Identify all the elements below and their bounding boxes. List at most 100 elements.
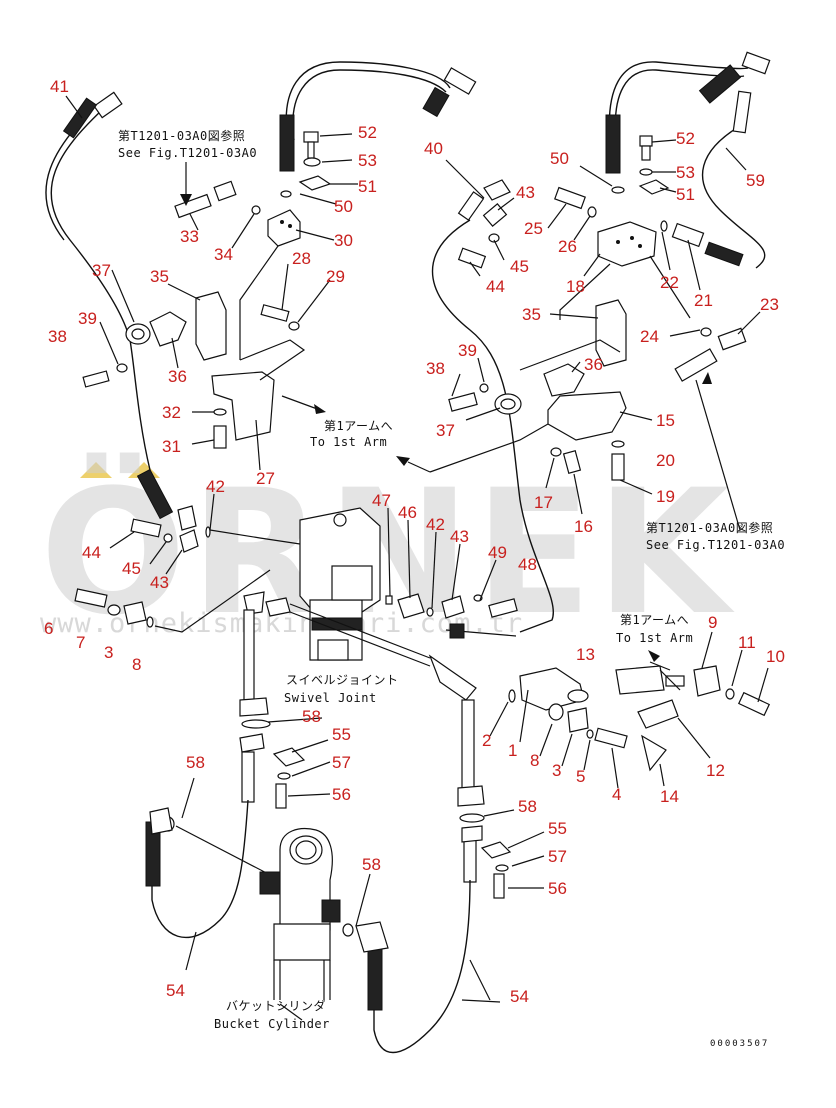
callout-number: 31 <box>162 437 181 456</box>
callout-number: 51 <box>358 177 377 196</box>
callout-number: 52 <box>676 129 695 148</box>
callout-number: 1 <box>508 741 517 760</box>
leader-lines <box>65 95 769 1001</box>
lower-right-brackets <box>519 650 771 772</box>
callout-number: 48 <box>518 555 537 574</box>
bucket-cylinder-label-jp: バケットシリンダ <box>226 998 326 1013</box>
callout-number: 9 <box>708 613 717 632</box>
callout-number: 50 <box>550 149 569 168</box>
callout-number: 36 <box>168 367 187 386</box>
to-arm-right-en: To 1st Arm <box>616 631 693 645</box>
callout-number: 24 <box>640 327 659 346</box>
callout-number: 55 <box>548 819 567 838</box>
callout-number: 44 <box>82 543 101 562</box>
callout-number: 37 <box>92 261 111 280</box>
callout-number: 45 <box>122 559 141 578</box>
callout-number: 2 <box>482 731 491 750</box>
callout-number: 41 <box>50 77 69 96</box>
ref-note-top-en: See Fig.T1201-03A0 <box>118 146 257 160</box>
swivel-joint-label-jp: スイベルジョイント <box>286 673 399 687</box>
ref-note-right-jp: 第T1201-03A0図参照 <box>646 520 773 535</box>
callout-number: 53 <box>358 151 377 170</box>
callout-number: 58 <box>302 707 321 726</box>
callout-number: 57 <box>332 753 351 772</box>
callout-number: 36 <box>584 355 603 374</box>
callout-number: 39 <box>78 309 97 328</box>
callout-number: 53 <box>676 163 695 182</box>
swivel-joint-label-en: Swivel Joint <box>284 691 377 705</box>
callout-number: 42 <box>206 477 225 496</box>
callout-number: 56 <box>332 785 351 804</box>
callout-number: 57 <box>548 847 567 866</box>
callout-number: 26 <box>558 237 577 256</box>
to-arm-left-jp: 第1アームへ <box>324 419 393 433</box>
to-arm-right-jp: 第1アームへ <box>620 613 689 627</box>
callout-number: 58 <box>362 855 381 874</box>
right-upper-assembly <box>396 51 771 633</box>
callout-number: 18 <box>566 277 585 296</box>
left-upper-assembly <box>45 61 477 520</box>
callout-number: 12 <box>706 761 725 780</box>
callout-number: 49 <box>488 543 507 562</box>
callout-number: 35 <box>150 267 169 286</box>
callout-number: 42 <box>426 515 445 534</box>
callout-number: 46 <box>398 503 417 522</box>
callout-number: 17 <box>534 493 553 512</box>
callout-number: 30 <box>334 231 353 250</box>
callout-number: 43 <box>516 183 535 202</box>
callout-number: 47 <box>372 491 391 510</box>
watermark-accent-left <box>80 462 112 478</box>
callout-number: 3 <box>104 643 113 662</box>
callout-number: 6 <box>44 619 53 638</box>
callout-number: 43 <box>150 573 169 592</box>
callout-number: 22 <box>660 273 679 292</box>
to-arm-left-en: To 1st Arm <box>310 435 387 449</box>
callout-number: 4 <box>612 785 621 804</box>
annotations: 第T1201-03A0図参照 See Fig.T1201-03A0 第1アームへ… <box>118 128 785 1049</box>
callout-number: 43 <box>450 527 469 546</box>
callout-number: 3 <box>552 761 561 780</box>
callout-number: 29 <box>326 267 345 286</box>
callout-number: 34 <box>214 245 233 264</box>
callout-number: 37 <box>436 421 455 440</box>
callout-number: 25 <box>524 219 543 238</box>
callout-number: 58 <box>186 753 205 772</box>
lower-left-pipes <box>145 591 341 1021</box>
callout-numbers: 41 52 53 51 50 33 34 30 28 29 37 35 39 3… <box>44 77 785 1006</box>
callout-number: 19 <box>656 487 675 506</box>
callout-number: 10 <box>766 647 785 666</box>
callout-number: 38 <box>426 359 445 378</box>
callout-number: 13 <box>576 645 595 664</box>
callout-number: 44 <box>486 277 505 296</box>
callout-number: 59 <box>746 171 765 190</box>
callout-number: 50 <box>334 197 353 216</box>
callout-number: 45 <box>510 257 529 276</box>
ref-note-right-en: See Fig.T1201-03A0 <box>646 538 785 552</box>
callout-number: 14 <box>660 787 679 806</box>
callout-number: 39 <box>458 341 477 360</box>
callout-number: 40 <box>424 139 443 158</box>
callout-number: 52 <box>358 123 377 142</box>
bucket-cylinder-label-en: Bucket Cylinder <box>214 1017 330 1031</box>
callout-number: 58 <box>518 797 537 816</box>
callout-number: 20 <box>656 451 675 470</box>
callout-number: 54 <box>510 987 529 1006</box>
callout-number: 8 <box>530 751 539 770</box>
callout-number: 16 <box>574 517 593 536</box>
callout-number: 27 <box>256 469 275 488</box>
callout-number: 38 <box>48 327 67 346</box>
ref-note-top-jp: 第T1201-03A0図参照 <box>118 128 245 143</box>
callout-number: 11 <box>738 633 756 652</box>
callout-number: 32 <box>162 403 181 422</box>
callout-number: 55 <box>332 725 351 744</box>
callout-number: 33 <box>180 227 199 246</box>
callout-number: 5 <box>576 767 585 786</box>
callout-number: 28 <box>292 249 311 268</box>
callout-number: 7 <box>76 633 85 652</box>
callout-number: 15 <box>656 411 675 430</box>
callout-number: 8 <box>132 655 141 674</box>
lower-center-pipes <box>265 597 516 1054</box>
drawing-code: 00003507 <box>710 1039 769 1049</box>
